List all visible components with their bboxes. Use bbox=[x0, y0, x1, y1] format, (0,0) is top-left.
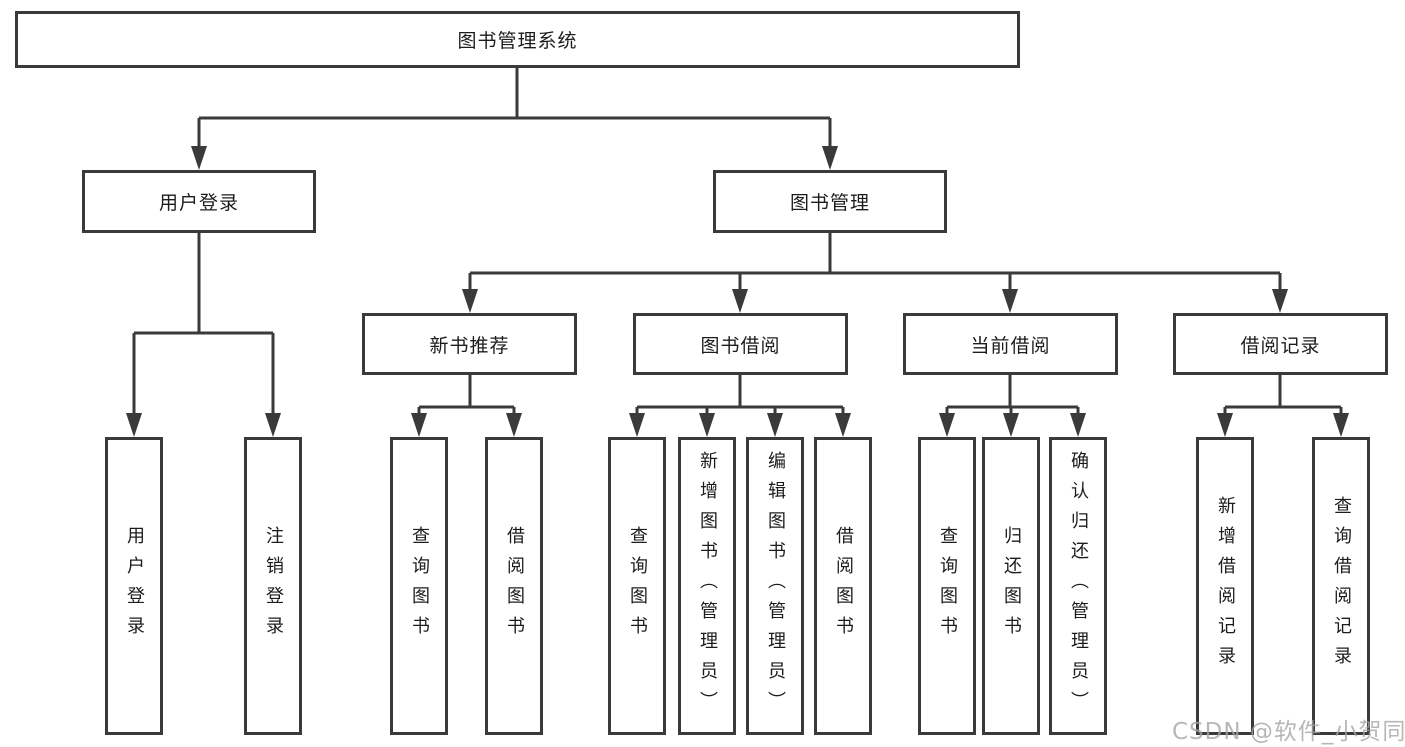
leaf-user-login-label: 用户登录 bbox=[124, 526, 145, 646]
leaf-query-borrow-record-label: 查询借阅记录 bbox=[1331, 496, 1352, 676]
watermark-text: CSDN @软件_小贺同学 bbox=[1172, 719, 1405, 745]
leaf-query-books-current: 查询图书 bbox=[918, 437, 976, 735]
leaf-logout: 注销登录 bbox=[244, 437, 302, 735]
leaf-query-books-borrow: 查询图书 bbox=[608, 437, 666, 735]
node-user-login: 用户登录 bbox=[82, 170, 316, 233]
leaf-add-borrow-record: 新增借阅记录 bbox=[1196, 437, 1254, 735]
node-user-login-label: 用户登录 bbox=[158, 192, 239, 214]
node-current-borrowing: 当前借阅 bbox=[903, 313, 1118, 375]
leaf-edit-books-admin: 编辑图书（管理员） bbox=[746, 437, 804, 735]
leaf-query-books-recommend-label: 查询图书 bbox=[409, 526, 430, 646]
leaf-query-borrow-record: 查询借阅记录 bbox=[1312, 437, 1370, 735]
leaf-user-login: 用户登录 bbox=[105, 437, 163, 735]
leaf-query-books-borrow-label: 查询图书 bbox=[627, 526, 648, 646]
leaf-return-books: 归还图书 bbox=[982, 437, 1040, 735]
node-new-book-recommendation: 新书推荐 bbox=[362, 313, 577, 375]
node-root-label: 图书管理系统 bbox=[457, 30, 578, 52]
leaf-logout-label: 注销登录 bbox=[263, 526, 284, 646]
node-borrowing-records-label: 借阅记录 bbox=[1240, 334, 1321, 357]
node-book-management-label: 图书管理 bbox=[789, 192, 870, 214]
leaf-borrow-books-recommend-label: 借阅图书 bbox=[504, 526, 525, 646]
leaf-borrow-books-recommend: 借阅图书 bbox=[485, 437, 543, 735]
node-root: 图书管理系统 bbox=[15, 11, 1020, 68]
leaf-edit-books-admin-label: 编辑图书（管理员） bbox=[765, 451, 786, 721]
node-book-borrowing: 图书借阅 bbox=[633, 313, 848, 375]
node-current-borrowing-label: 当前借阅 bbox=[970, 334, 1051, 357]
leaf-confirm-return-admin-label: 确认归还（管理员） bbox=[1068, 451, 1089, 721]
leaf-add-borrow-record-label: 新增借阅记录 bbox=[1215, 496, 1236, 676]
leaf-add-books-admin: 新增图书（管理员） bbox=[678, 437, 736, 735]
node-book-management: 图书管理 bbox=[713, 170, 947, 233]
node-book-borrowing-label: 图书借阅 bbox=[700, 334, 781, 357]
leaf-borrow-books-label: 借阅图书 bbox=[833, 526, 854, 646]
node-borrowing-records: 借阅记录 bbox=[1173, 313, 1388, 375]
leaf-query-books-current-label: 查询图书 bbox=[937, 526, 958, 646]
leaf-query-books-recommend: 查询图书 bbox=[390, 437, 448, 735]
leaf-add-books-admin-label: 新增图书（管理员） bbox=[697, 451, 718, 721]
leaf-return-books-label: 归还图书 bbox=[1001, 526, 1022, 646]
leaf-borrow-books: 借阅图书 bbox=[814, 437, 872, 735]
leaf-confirm-return-admin: 确认归还（管理员） bbox=[1049, 437, 1107, 735]
node-new-book-recommendation-label: 新书推荐 bbox=[429, 334, 510, 357]
